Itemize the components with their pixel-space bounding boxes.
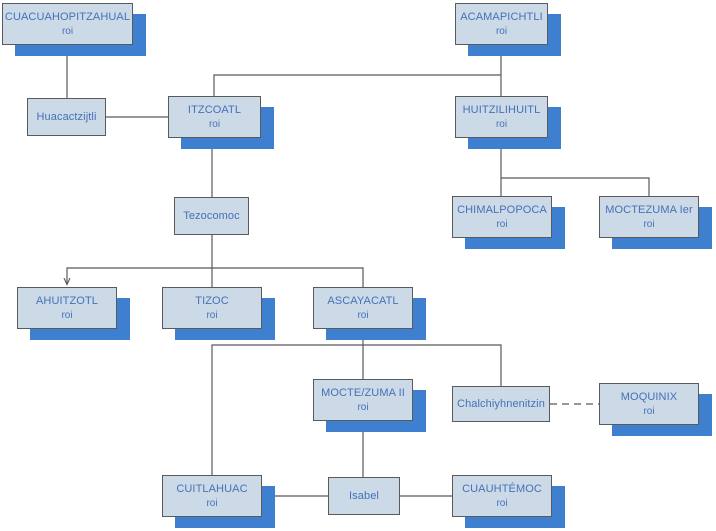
node-subtitle-moquinix: roi xyxy=(643,405,655,417)
node-subtitle-acamapichtli: roi xyxy=(495,25,508,37)
node-label-cuauhtemoc: CUAUHTÉMOC xyxy=(462,482,542,495)
node-subtitle-moctezuma2: roi xyxy=(357,401,369,413)
node-label-ascayacatl: ASCAYACATL xyxy=(327,294,399,307)
node-label-cuacuahopitzahual: CUACUAHOPITZAHUAL xyxy=(4,10,131,23)
edge-tezocomoc-ahuitzotl xyxy=(67,267,212,284)
node-subtitle-cuauhtemoc: roi xyxy=(496,497,508,509)
node-chalchiyhnenitzin[interactable]: Chalchiyhnenitzin xyxy=(452,386,550,422)
edge-ascayacatl-cuitlahuac xyxy=(211,344,363,475)
node-label-itzcoatl: ITZCOATL xyxy=(187,103,242,116)
node-label-moctezuma2: MOCTE/ZUMA II xyxy=(321,386,405,399)
edge-acamapichtli-itzcoatl xyxy=(213,74,501,96)
node-subtitle-itzcoatl: roi xyxy=(208,118,221,130)
node-moctezuma2[interactable]: MOCTE/ZUMA II roi xyxy=(313,379,413,421)
node-subtitle-cuacuahopitzahual: roi xyxy=(61,25,74,37)
node-label-ahuitzotl: AHUITZOTL xyxy=(35,294,98,307)
node-label-moquinix: MOQUINIX xyxy=(620,390,678,403)
node-subtitle-moctezuma1: roi xyxy=(643,218,655,230)
node-cuitlahuac[interactable]: CUITLAHUAC roi xyxy=(162,475,262,517)
node-label-cuitlahuac: CUITLAHUAC xyxy=(176,482,248,495)
node-cuacuahopitzahual[interactable]: CUACUAHOPITZAHUAL roi xyxy=(2,3,133,45)
node-moquinix[interactable]: MOQUINIX roi xyxy=(599,383,699,425)
node-label-isabel: Isabel xyxy=(349,489,379,502)
node-tezocomoc[interactable]: Tezocomoc xyxy=(174,197,249,235)
node-label-chalchiyhnenitzin: Chalchiyhnenitzin xyxy=(457,397,545,410)
node-huacactzijtli[interactable]: Huacactzijtli xyxy=(27,98,106,136)
edge-huitzilihuitl-moctezuma1 xyxy=(501,177,650,196)
edge-tezocomoc-ascayacatl xyxy=(212,267,364,287)
node-label-huitzilihuitl: HUITZILIHUITL xyxy=(462,103,541,116)
node-moctezuma1[interactable]: MOCTEZUMA Ier roi xyxy=(599,196,699,238)
node-label-tizoc: TIZOC xyxy=(195,294,229,307)
edge-ascayacatl-chalchiyhnenitzin xyxy=(363,344,502,386)
node-label-huacactzijtli: Huacactzijtli xyxy=(36,110,97,123)
node-chimalpopoca[interactable]: CHIMALPOPOCA roi xyxy=(452,196,552,238)
node-isabel[interactable]: Isabel xyxy=(328,477,400,515)
node-subtitle-ascayacatl: roi xyxy=(357,309,369,321)
node-subtitle-chimalpopoca: roi xyxy=(496,218,508,230)
node-huitzilihuitl[interactable]: HUITZILIHUITL roi xyxy=(455,96,548,138)
node-ahuitzotl[interactable]: AHUITZOTL roi xyxy=(17,287,117,329)
node-label-tezocomoc: Tezocomoc xyxy=(183,209,240,222)
node-subtitle-cuitlahuac: roi xyxy=(206,497,218,509)
node-ascayacatl[interactable]: ASCAYACATL roi xyxy=(313,287,413,329)
node-acamapichtli[interactable]: ACAMAPICHTLI roi xyxy=(455,3,548,45)
node-label-acamapichtli: ACAMAPICHTLI xyxy=(460,10,543,23)
node-cuauhtemoc[interactable]: CUAUHTÉMOC roi xyxy=(452,475,552,517)
node-subtitle-ahuitzotl: roi xyxy=(61,309,73,321)
node-label-moctezuma1: MOCTEZUMA Ier xyxy=(605,203,693,216)
node-label-chimalpopoca: CHIMALPOPOCA xyxy=(457,203,547,216)
node-tizoc[interactable]: TIZOC roi xyxy=(162,287,262,329)
node-subtitle-tizoc: roi xyxy=(206,309,218,321)
node-itzcoatl[interactable]: ITZCOATL roi xyxy=(168,96,261,138)
node-subtitle-huitzilihuitl: roi xyxy=(495,118,508,130)
